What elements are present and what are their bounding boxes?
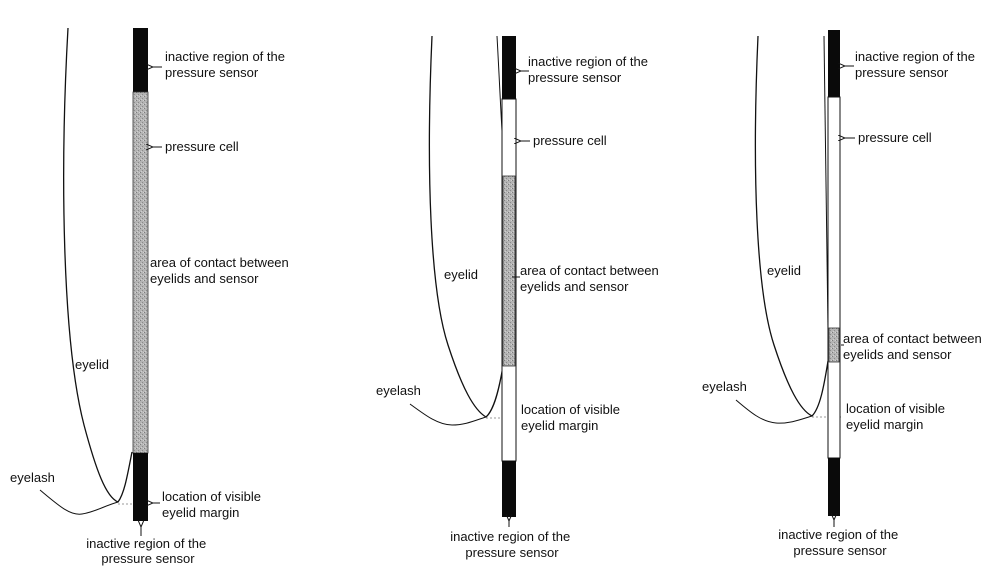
sensor-contact-area	[502, 175, 516, 367]
sensor-inactive-region-bottom	[133, 453, 148, 521]
pressure-cell-label: pressure cell	[858, 130, 932, 145]
sensor-pressure-cell	[132, 91, 149, 454]
panel-1: inactive region of the pressure sensor p…	[10, 27, 292, 566]
pressure-cell-label: pressure cell	[165, 139, 239, 154]
inactive-bottom-label: inactive region of the pressure sensor	[450, 529, 574, 560]
sensor-inactive-region-bottom	[828, 458, 840, 516]
inactive-top-label: inactive region of the pressure sensor	[528, 54, 652, 85]
eyelid-outline	[754, 35, 829, 417]
sensor-pressure-cell	[827, 96, 841, 459]
eyelash-line	[735, 399, 813, 424]
contact-label: area of contact between eyelids and sens…	[520, 263, 662, 294]
sensor-inactive-region-bottom	[502, 461, 516, 517]
contact-label: area of contact between eyelids and sens…	[150, 255, 292, 286]
eyelash-label: eyelash	[376, 383, 421, 398]
inactive-top-label: inactive region of the pressure sensor	[855, 49, 979, 80]
panel-3: inactive region of the pressure sensor p…	[702, 30, 985, 558]
eyelid-label: eyelid	[444, 267, 478, 282]
inactive-bottom-label: inactive region of the pressure sensor	[86, 536, 210, 566]
sensor-contact-area	[828, 327, 840, 363]
margin-label: location of visible eyelid margin	[846, 401, 949, 432]
eyelash-label: eyelash	[702, 379, 747, 394]
eyelash-line	[409, 403, 487, 426]
eyelid-outline	[428, 35, 504, 418]
eyelash-line	[39, 489, 119, 515]
eyelid-upper-edge	[823, 35, 829, 331]
inactive-top-label: inactive region of the pressure sensor	[165, 49, 289, 80]
sensor-inactive-region-top	[502, 36, 516, 99]
eyelid-label: eyelid	[767, 263, 801, 278]
pressure-cell-label: pressure cell	[533, 133, 607, 148]
inactive-bottom-label: inactive region of the pressure sensor	[778, 527, 902, 558]
sensor-inactive-region-top	[828, 30, 840, 97]
contact-label: area of contact between eyelids and sens…	[843, 331, 985, 362]
sensor-inactive-region-top	[133, 28, 148, 92]
panel-2: inactive region of the pressure sensor p…	[376, 35, 662, 560]
eyelash-label: eyelash	[10, 470, 55, 485]
margin-label: location of visible eyelid margin	[521, 402, 624, 433]
margin-label: location of visible eyelid margin	[162, 489, 265, 520]
eyelid-outline	[63, 27, 133, 503]
eyelid-label: eyelid	[75, 357, 109, 372]
